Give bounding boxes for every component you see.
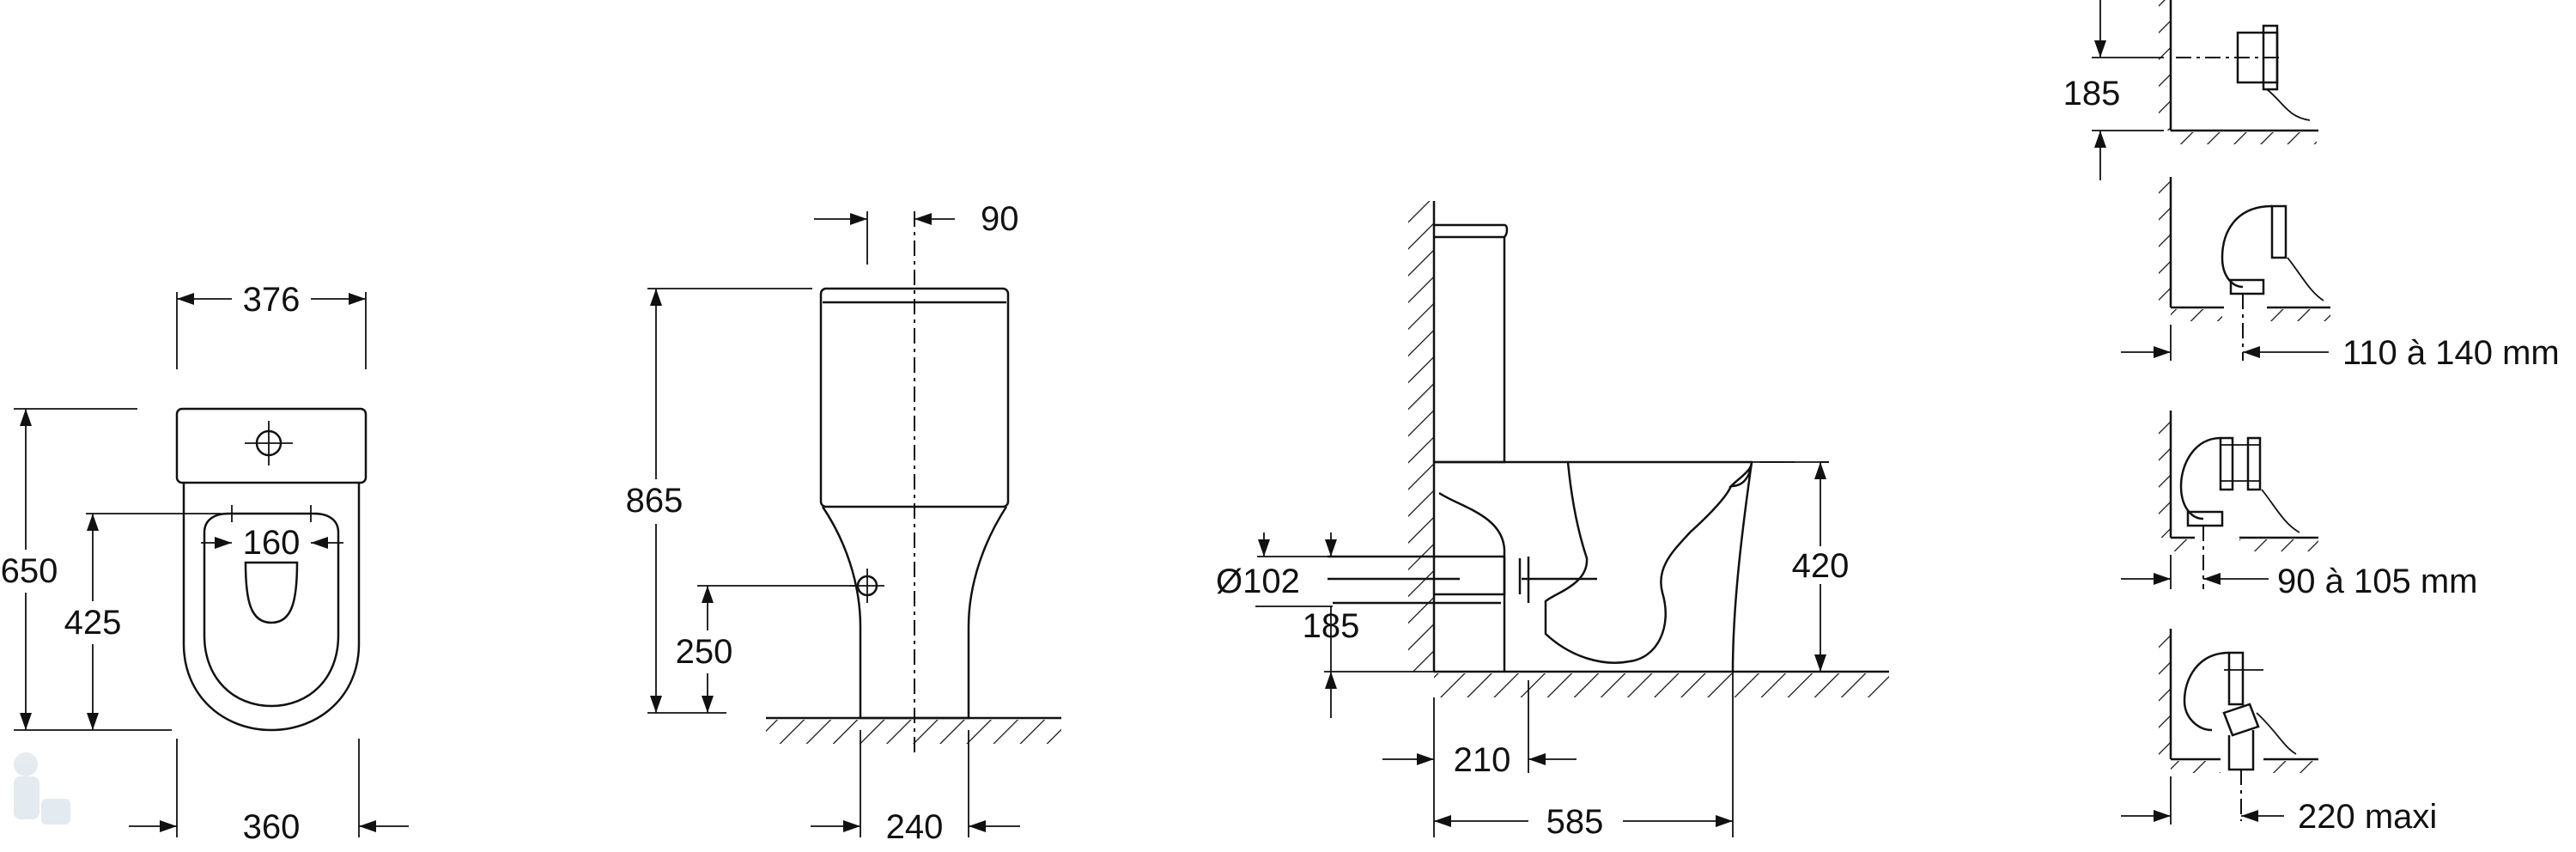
section-wall-hatch (1408, 201, 1434, 672)
dim-outlet-height: 185 (1303, 607, 1360, 645)
outlet-option-4: 220 maxi (2121, 629, 2437, 836)
outlet-option-2: 110 à 140 mm (2121, 177, 2560, 372)
dim-width-base: 360 (243, 808, 301, 846)
front-cistern (175, 407, 368, 484)
side-floor-hatch (766, 720, 1061, 744)
section-bowl-top (1434, 460, 1753, 488)
dim-offset: 90 (981, 200, 1019, 238)
front-view: 376 650 425 160 360 (1, 281, 409, 846)
dim-side-inlet-height: 250 (676, 633, 733, 671)
dim-inlet-height: 425 (64, 604, 122, 642)
section-trapway (1438, 491, 1506, 596)
dim-hole-spacing: 160 (243, 524, 301, 562)
fixing-hole-right-icon (302, 505, 319, 522)
dim-horizontal-height: 185 (2063, 75, 2121, 113)
outlet-option-3: 90 à 105 mm (2121, 411, 2477, 600)
dim-outlet-distance: 210 (1454, 741, 1511, 779)
dim-side-width-base: 240 (886, 808, 944, 846)
dim-range-1: 110 à 140 mm (2342, 334, 2560, 372)
outlet-option-horizontal: 185 (2063, 0, 2318, 180)
watermark-mascot-icon (14, 752, 70, 825)
section-cistern (1434, 223, 1509, 464)
dim-range-2: 90 à 105 mm (2277, 563, 2477, 600)
dim-width-top: 376 (243, 281, 301, 319)
section-bowl-interior (1544, 461, 1733, 664)
section-view: Ø102 185 420 210 585 (1216, 201, 1889, 841)
fixing-hole-left-icon (223, 505, 240, 522)
front-seat-opening (244, 561, 299, 624)
dim-seat-height: 420 (1792, 547, 1850, 585)
front-bowl (182, 483, 361, 732)
section-pedestal (1731, 461, 1753, 672)
dim-outlet-diameter: Ø102 (1216, 563, 1300, 600)
outlet-options: 185 110 à 140 mm (2063, 0, 2560, 836)
dim-range-3: 220 maxi (2298, 798, 2437, 836)
flush-button-icon (245, 421, 293, 466)
dim-depth: 585 (1546, 803, 1604, 841)
dim-side-height-total: 865 (626, 482, 683, 520)
dim-height-total: 650 (1, 552, 58, 590)
section-floor-hatch (1434, 673, 1889, 697)
side-view: 90 865 250 240 (626, 200, 1061, 846)
